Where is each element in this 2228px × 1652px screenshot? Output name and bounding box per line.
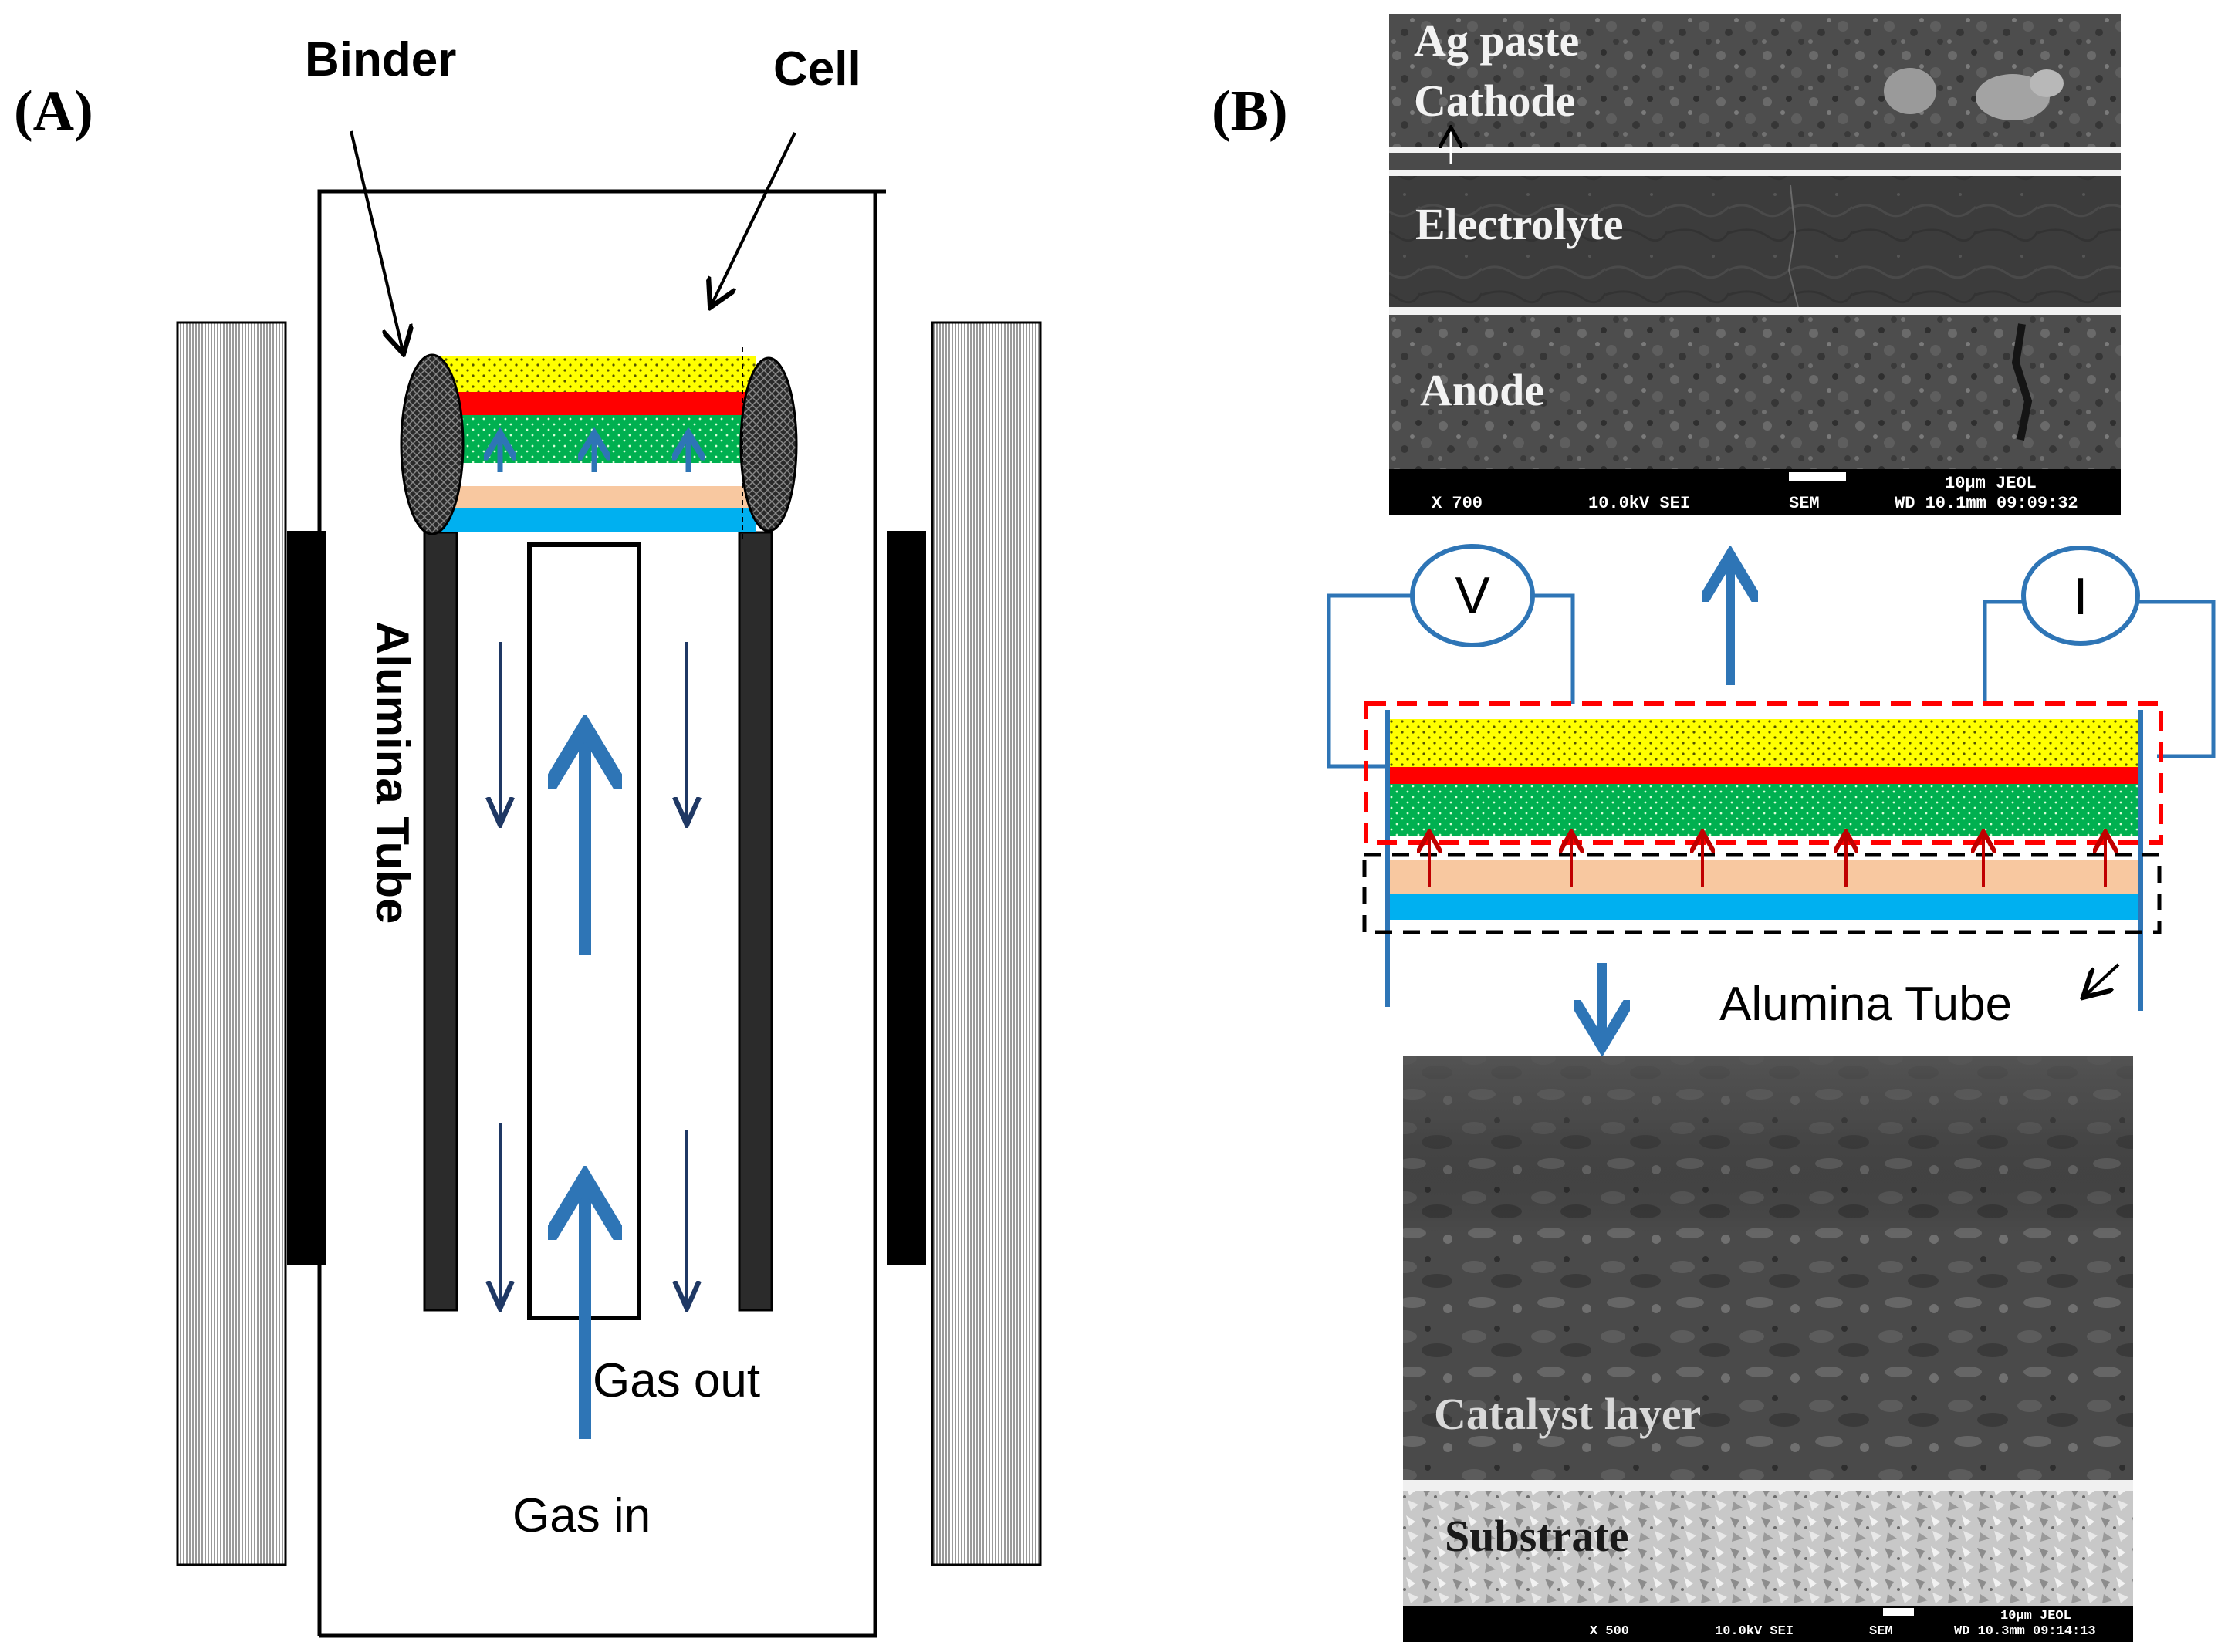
sem-region-anode <box>1389 315 2121 469</box>
substrate-label: Substrate <box>1445 1511 1628 1561</box>
ammeter-label: I <box>2074 567 2088 626</box>
alumina-tube-wall-left <box>423 531 458 1312</box>
voltmeter-label: V <box>1455 566 1490 625</box>
catalyst-layer-label: Catalyst layer <box>1434 1389 1701 1439</box>
furnace-wall-left <box>176 321 287 1566</box>
heater-right <box>887 531 926 1265</box>
voltmeter-wire-left <box>1327 593 1412 769</box>
alumina-tube-label-b: Alumina Tube <box>1719 978 2012 1031</box>
cell-pointer-arrow <box>712 132 796 305</box>
sem-info-bar <box>1403 1606 2133 1642</box>
cell-cylinder <box>400 347 798 540</box>
gas-out-label: Gas out <box>593 1354 760 1407</box>
alumina-tube-wall-right <box>738 531 773 1312</box>
schematic-electrolyte-layer <box>1388 767 2141 784</box>
reactor-chamber <box>317 189 886 1638</box>
sem-mode: SEM <box>1789 494 1820 513</box>
voltmeter-icon <box>1410 544 1535 647</box>
panel-b: (B) X 700 10.0kV SEI SEM 10µm JEOL WD 10… <box>1212 14 2216 1642</box>
panel-b-label: (B) <box>1212 79 1288 143</box>
sem-magnification: X 700 <box>1432 494 1483 513</box>
sem-wd-time: WD 10.1mm 09:09:32 <box>1895 494 2078 513</box>
schematic-catalyst-layer <box>1388 860 2141 894</box>
gas-in-label: Gas in <box>512 1489 651 1542</box>
ammeter-wire-left <box>1983 600 2023 704</box>
cell-layer-electrolyte <box>432 392 756 415</box>
schematic-substrate-layer <box>1388 894 2141 920</box>
schematic-cathode-layer <box>1388 719 2141 767</box>
tube-pointer-arrow <box>2085 963 2120 995</box>
sem-info-bar <box>1389 469 2121 515</box>
binder-left-cap <box>400 353 465 535</box>
cathode-label: Cathode <box>1414 76 1575 126</box>
cell-label: Cell <box>773 42 861 96</box>
top-sem-image: X 700 10.0kV SEI SEM 10µm JEOL WD 10.1mm… <box>1389 14 2121 515</box>
catalyst-highlight-box <box>1362 853 2162 934</box>
sem-scale: 10µm JEOL <box>1945 474 2037 493</box>
sem-region-electrolyte <box>1389 176 2121 307</box>
ammeter-icon <box>2021 546 2140 646</box>
cell-layer-catalyst <box>432 486 756 508</box>
bottom-sem-image: X 500 10.0kV SEI SEM 10µm JEOL WD 10.3mm… <box>1403 1056 2133 1642</box>
sem-scale: 10µm JEOL <box>2000 1609 2071 1623</box>
cell-highlight-box <box>1364 701 2163 845</box>
binder-pointer-arrow <box>350 130 403 351</box>
anode-label: Anode <box>1420 365 1544 415</box>
sem-voltage: 10.0kV SEI <box>1715 1624 1794 1639</box>
alumina-tube-label: Alumina Tube <box>367 621 418 924</box>
voltmeter-wire-right <box>1532 593 1575 704</box>
sem-wd-time: WD 10.3mm 09:14:13 <box>1954 1624 2096 1639</box>
sem-region-substrate <box>1403 1491 2133 1606</box>
cell-schematic <box>1362 701 2163 1011</box>
electrolyte-label: Electrolyte <box>1415 199 1623 249</box>
binder-label: Binder <box>305 33 456 86</box>
scale-bar <box>1883 1608 1914 1616</box>
cell-layer-cathode <box>432 356 756 392</box>
sem-voltage: 10.0kV SEI <box>1588 494 1690 513</box>
scale-bar <box>1789 472 1846 481</box>
panel-a: (A) Binder C <box>14 33 1042 1638</box>
furnace-wall-right <box>931 321 1042 1566</box>
ammeter-wire-right <box>2138 600 2216 758</box>
sem-magnification: X 500 <box>1590 1624 1629 1639</box>
schematic-anode-layer <box>1388 784 2141 836</box>
panel-a-label: (A) <box>14 79 93 143</box>
binder-right-cap <box>739 356 798 532</box>
sem-mode: SEM <box>1869 1624 1893 1639</box>
cell-layer-substrate <box>432 508 756 532</box>
ag-paste-label: Ag paste <box>1414 15 1579 66</box>
